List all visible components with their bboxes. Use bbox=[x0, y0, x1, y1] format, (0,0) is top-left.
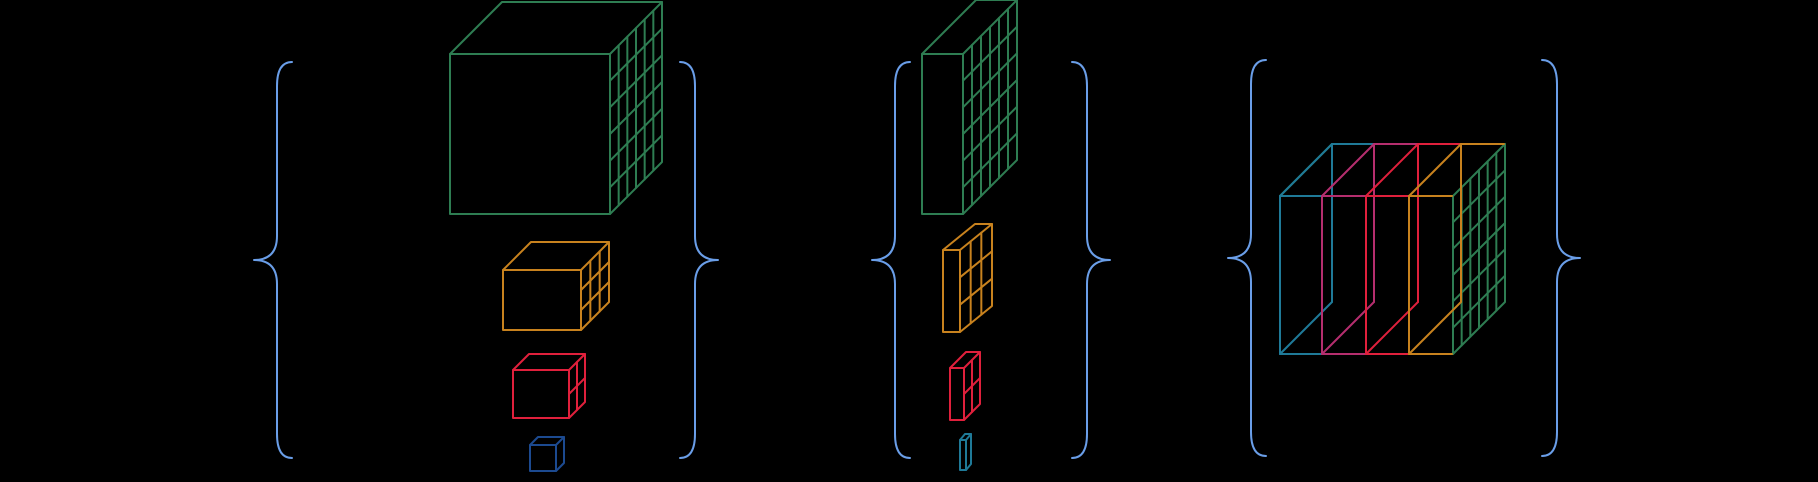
brace-right-1 bbox=[679, 61, 719, 459]
teal-slab-top bbox=[959, 433, 972, 441]
brace-left-3-path bbox=[1227, 59, 1267, 457]
red-slice-bottom-edge bbox=[1365, 301, 1419, 355]
red-slab-side bbox=[963, 351, 981, 421]
navy-cube-top bbox=[529, 436, 565, 446]
green-cube bbox=[449, 1, 663, 215]
brace-right-2 bbox=[1071, 61, 1111, 459]
teal-slice-top-edge bbox=[1279, 143, 1333, 197]
brace-left-1-path bbox=[253, 61, 293, 459]
orange-slice-bottom-edge bbox=[1408, 301, 1462, 355]
teal-slab-side bbox=[965, 433, 972, 471]
brace-left-2 bbox=[871, 61, 911, 459]
orange-slice-top-edge bbox=[1408, 143, 1462, 197]
orange-slab-top bbox=[942, 223, 993, 251]
orange-slab-front bbox=[942, 249, 961, 333]
red-cube-top bbox=[512, 353, 586, 371]
green-slab bbox=[921, 0, 1018, 215]
teal-slab-front bbox=[959, 439, 967, 471]
brace-left-1 bbox=[253, 61, 293, 459]
brace-right-2-path bbox=[1071, 61, 1111, 459]
orange-cube-top bbox=[502, 241, 610, 271]
navy-cube bbox=[529, 436, 565, 472]
red-cube-side bbox=[568, 353, 586, 419]
magenta-slice bbox=[1321, 143, 1418, 355]
orange-slab-side bbox=[959, 223, 993, 333]
red-cube bbox=[512, 353, 586, 419]
orange-slab-side-row bbox=[959, 250, 993, 279]
red-slice bbox=[1365, 143, 1462, 355]
red-slab-front bbox=[949, 367, 965, 421]
teal-slab bbox=[959, 433, 972, 471]
teal-slice bbox=[1279, 143, 1376, 355]
red-cube-front bbox=[512, 369, 570, 419]
navy-cube-front bbox=[529, 444, 557, 472]
orange-slice bbox=[1408, 143, 1505, 355]
brace-right-3-path bbox=[1541, 59, 1581, 457]
green-slab-top bbox=[921, 0, 1018, 55]
orange-slab-side-row bbox=[959, 277, 993, 306]
navy-cube-side bbox=[555, 436, 565, 472]
brace-right-1-path bbox=[679, 61, 719, 459]
orange-cube-front bbox=[502, 269, 582, 331]
green-slab-front bbox=[921, 53, 964, 215]
red-slab-top bbox=[949, 351, 981, 369]
brace-left-2-path bbox=[871, 61, 911, 459]
magenta-slice-top-edge bbox=[1321, 143, 1375, 197]
orange-cube-side-row bbox=[580, 281, 610, 311]
red-slab bbox=[949, 351, 981, 421]
green-grid-back bbox=[1279, 143, 1506, 355]
orange-cube-side-row bbox=[580, 261, 610, 291]
brace-right-3 bbox=[1541, 59, 1581, 457]
brace-left-3 bbox=[1227, 59, 1267, 457]
teal-slice-bottom-edge bbox=[1279, 301, 1333, 355]
orange-cube bbox=[502, 241, 610, 331]
orange-slab bbox=[942, 223, 993, 333]
green-cube-top bbox=[449, 1, 663, 55]
green-cube-front bbox=[449, 53, 611, 215]
red-slice-top-edge bbox=[1365, 143, 1419, 197]
